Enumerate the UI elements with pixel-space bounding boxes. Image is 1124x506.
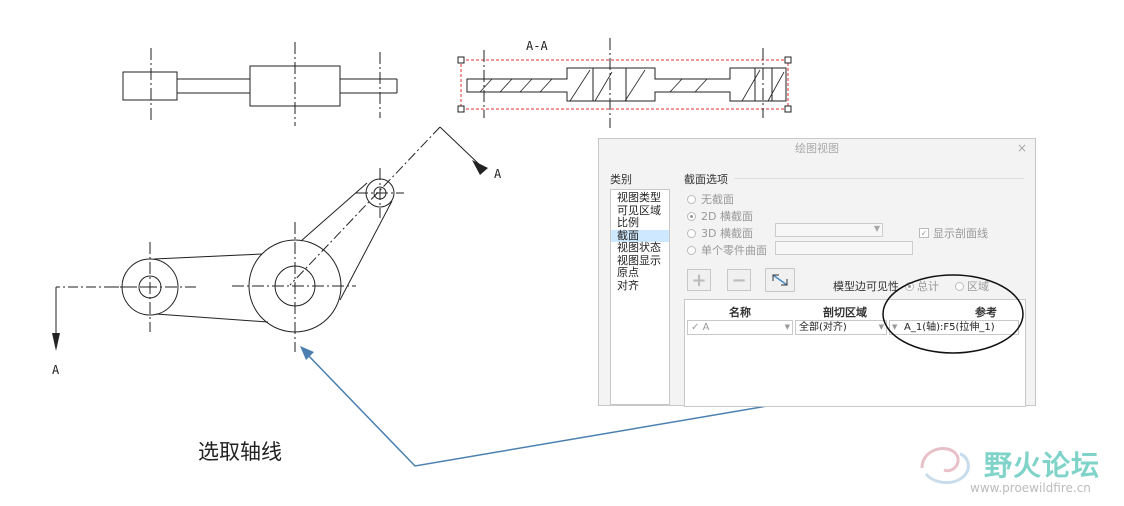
flip-material-button[interactable] <box>765 268 795 292</box>
category-view-display[interactable]: 视图显示 <box>617 253 661 267</box>
category-view-type[interactable]: 视图类型 <box>617 191 661 204</box>
section-table: 名称 剖切区域 参考 ✓ A▼ 全部(对齐)▼ ▼A_1(轴):F5(拉伸_1) <box>684 299 1026 407</box>
category-label: 类别 <box>610 173 632 186</box>
radio-visibility-area[interactable]: 区域 <box>955 278 989 294</box>
show-xhatch-checkbox[interactable]: ✓显示剖面线 <box>919 227 988 240</box>
col-header-reference: 参考 <box>975 306 997 319</box>
category-list: 视图类型 可见区域 比例 截面 视图状态 视图显示 原点 对齐 <box>610 189 670 405</box>
remove-section-button[interactable]: − <box>727 269 751 291</box>
radio-single-surface[interactable]: 单个零件曲面 <box>687 242 767 258</box>
category-sections[interactable]: 截面 <box>611 229 669 242</box>
arrow-label-top: A <box>494 167 502 181</box>
cell-section-name[interactable]: ✓ A▼ <box>687 320 793 335</box>
arrow-label-left: A <box>52 363 60 377</box>
section-arrow-left <box>52 333 60 351</box>
section-view-aa <box>457 38 792 128</box>
flip-arrows-icon <box>772 274 788 286</box>
section-options-title: 截面选项 <box>684 173 728 186</box>
section-options-divider <box>734 178 1024 179</box>
model-edge-visibility-label: 模型边可见性 <box>833 280 899 293</box>
leader-arrow <box>300 346 921 467</box>
col-header-name: 名称 <box>729 306 751 319</box>
section-arrow-top <box>472 160 488 175</box>
watermark-name: 野火论坛 <box>984 449 1101 482</box>
section-title: A-A <box>526 39 548 53</box>
top-view <box>122 42 398 126</box>
caption-select-axis: 选取轴线 <box>198 440 282 464</box>
cutting-plane-line <box>55 126 484 345</box>
category-view-states[interactable]: 视图状态 <box>617 241 661 254</box>
drawing-view-dialog: 绘图视图 × 类别 视图类型 可见区域 比例 截面 视图状态 视图显示 原点 对… <box>598 138 1036 407</box>
radio-3d-section[interactable]: 3D 横截面 <box>687 225 753 241</box>
col-header-region: 剖切区域 <box>823 306 867 319</box>
annotation-ellipse <box>882 274 1024 354</box>
close-icon[interactable]: × <box>1016 141 1027 155</box>
check-icon: ✓ <box>691 322 703 333</box>
watermark-url: www.proewildfire.cn <box>970 481 1091 495</box>
category-alignment[interactable]: 对齐 <box>617 278 639 292</box>
surface-field[interactable] <box>775 241 913 255</box>
category-visible-area[interactable]: 可见区域 <box>617 203 661 217</box>
add-section-button[interactable]: + <box>687 269 711 291</box>
front-view <box>105 168 404 352</box>
category-origin[interactable]: 原点 <box>617 266 639 279</box>
cell-section-region[interactable]: 全部(对齐)▼ <box>795 320 887 335</box>
check-icon: ✓ <box>919 228 929 238</box>
chevron-down-icon: ▼ <box>892 323 898 331</box>
watermark-logo-icon <box>920 447 970 484</box>
category-scale[interactable]: 比例 <box>617 216 639 229</box>
cell-section-reference[interactable]: ▼A_1(轴):F5(拉伸_1) <box>889 320 1019 335</box>
chevron-down-icon: ▼ <box>784 323 790 331</box>
radio-no-section[interactable]: 无截面 <box>687 191 734 207</box>
dialog-title: 绘图视图 <box>795 142 839 155</box>
radio-2d-section[interactable]: 2D 横截面 <box>687 208 753 224</box>
chevron-down-icon: ▼ <box>878 323 884 331</box>
chevron-down-icon: ▼ <box>873 224 880 233</box>
3d-section-combo[interactable]: ▼ <box>775 223 883 237</box>
